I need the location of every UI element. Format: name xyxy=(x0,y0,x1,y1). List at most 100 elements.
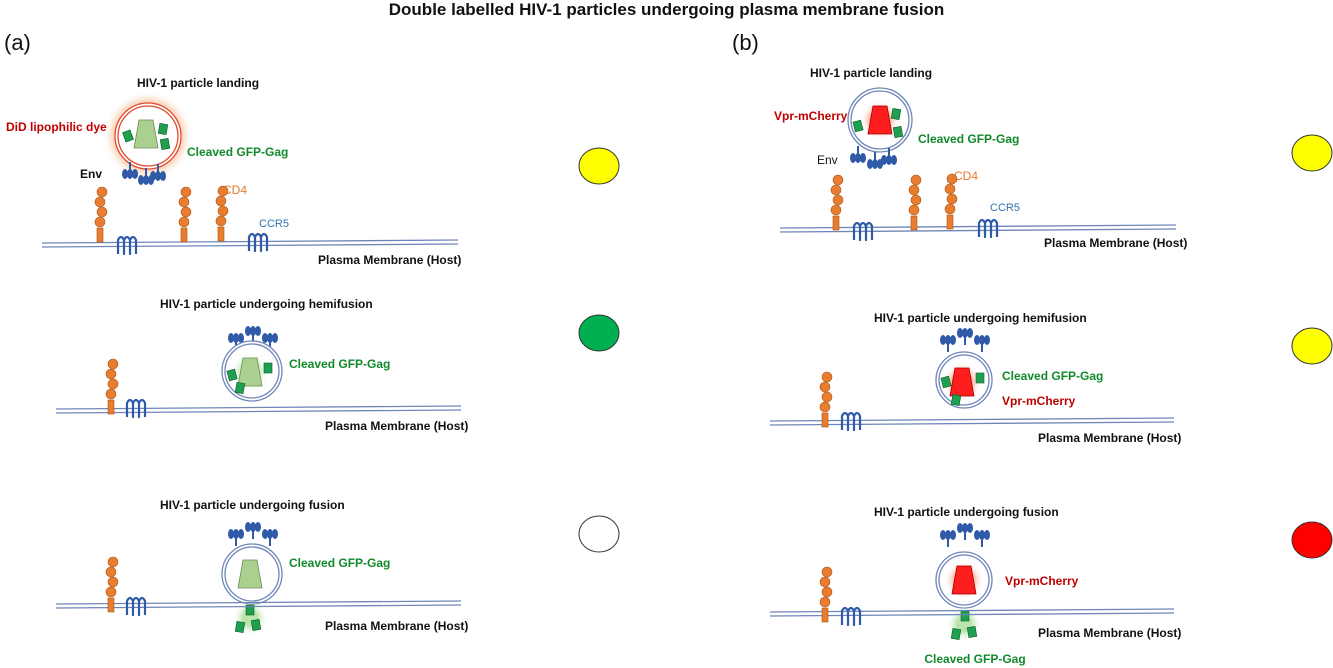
ccr5-loop xyxy=(125,596,147,617)
viral-envelope-inner xyxy=(938,354,990,406)
cd4-domain xyxy=(832,174,844,186)
gfp-gag-fragment xyxy=(892,126,904,138)
env-spike xyxy=(974,530,990,547)
ccr5-receptor xyxy=(125,596,147,617)
env-spike xyxy=(245,522,261,539)
env-lobe xyxy=(138,175,144,185)
label-cleaved-gfp-gag: Cleaved GFP-Gag xyxy=(187,145,288,159)
env-spike xyxy=(245,326,261,343)
env-lobe xyxy=(267,529,273,539)
cd4-domain xyxy=(821,391,833,403)
plasma-membrane xyxy=(769,608,1175,617)
gfp-gag-fragment xyxy=(960,610,970,622)
cd4-domain xyxy=(821,371,833,383)
signal-dot-white xyxy=(578,515,620,553)
cd4-stem xyxy=(910,215,918,231)
cd4-domain xyxy=(94,196,106,208)
gfp-gag-fragment xyxy=(950,394,962,406)
env-lobe xyxy=(940,530,946,540)
cd4-domain xyxy=(215,215,227,227)
env-spike xyxy=(940,335,956,352)
membrane-line xyxy=(55,604,462,609)
env-lobe xyxy=(867,159,873,169)
label-env: Env xyxy=(80,167,102,181)
env-lobe xyxy=(228,333,234,343)
cd4-stem xyxy=(96,227,104,243)
cd4-domain xyxy=(830,204,842,216)
env-lobe xyxy=(957,523,963,533)
env-lobe xyxy=(267,333,273,343)
heading-hemifusion: HIV-1 particle undergoing hemifusion xyxy=(160,297,373,311)
env-spike xyxy=(881,148,897,165)
membrane-line xyxy=(55,600,462,605)
cd4-domain xyxy=(819,381,831,393)
cd4-domain xyxy=(178,216,190,228)
cd4-domain xyxy=(944,183,956,195)
panel-b-label: (b) xyxy=(732,30,759,55)
membrane-line xyxy=(769,608,1175,613)
cd4-domain xyxy=(946,193,958,205)
env-lobe xyxy=(962,328,968,338)
env-spike xyxy=(262,333,278,350)
ccr5-loop xyxy=(977,218,999,239)
label-cleaved-gfp-gag: Cleaved GFP-Gag xyxy=(924,652,1025,666)
cd4-stem xyxy=(832,215,840,231)
env-spike xyxy=(262,529,278,546)
heading-fusion: HIV-1 particle undergoing fusion xyxy=(160,498,345,512)
cd4-domain xyxy=(178,196,190,208)
capsid-core xyxy=(237,559,263,589)
ccr5-receptor xyxy=(125,398,147,419)
core-shape xyxy=(867,105,893,135)
env-lobe xyxy=(272,529,278,539)
env-lobe xyxy=(974,335,980,345)
cd4-domain xyxy=(946,173,958,185)
core-shape xyxy=(237,357,263,387)
ccr5-receptor xyxy=(852,221,874,242)
cd4-domain xyxy=(910,194,922,206)
cd4-receptor xyxy=(105,556,119,613)
label-env: Env xyxy=(817,153,838,167)
ccr5-receptor xyxy=(116,235,138,256)
env-lobe xyxy=(143,175,149,185)
heading-landing: HIV-1 particle landing xyxy=(810,66,932,80)
gfp-gag-fragment xyxy=(250,619,262,631)
gfp-gag-fragment xyxy=(159,138,171,150)
cd4-domain xyxy=(96,206,108,218)
env-lobe xyxy=(950,530,956,540)
signal-dot-yellow xyxy=(1291,134,1333,172)
env-lobe xyxy=(940,335,946,345)
env-lobe xyxy=(979,335,985,345)
env-spike xyxy=(940,530,956,547)
plasma-membrane xyxy=(55,405,462,414)
env-lobe xyxy=(945,335,951,345)
cd4-stem xyxy=(821,607,829,623)
env-lobe xyxy=(891,155,897,165)
label-plasma-membrane: Plasma Membrane (Host) xyxy=(318,253,461,267)
ccr5-loop xyxy=(247,232,269,253)
label-cd4: CD4 xyxy=(223,183,247,197)
label-ccr5: CCR5 xyxy=(259,218,289,230)
membrane-line xyxy=(769,421,1175,426)
cd4-domain xyxy=(180,206,192,218)
cd4-domain xyxy=(830,184,842,196)
env-lobe xyxy=(233,529,239,539)
cd4-stem xyxy=(107,597,115,613)
cd4-domain xyxy=(819,576,831,588)
ccr5-loop xyxy=(125,398,147,419)
capsid-core xyxy=(230,352,270,392)
env-lobe xyxy=(881,155,887,165)
env-lobe xyxy=(262,529,268,539)
core-shape xyxy=(949,367,975,397)
cd4-receptor xyxy=(819,566,833,623)
cd4-domain xyxy=(832,194,844,206)
cd4-domain xyxy=(944,203,956,215)
env-spike xyxy=(957,523,973,540)
label-plasma-membrane: Plasma Membrane (Host) xyxy=(1038,626,1181,640)
gfp-gag-fragment xyxy=(234,621,246,633)
cd4-domain xyxy=(217,185,229,197)
cd4-stem xyxy=(821,412,829,428)
ccr5-receptor xyxy=(840,606,862,627)
viral-envelope-inner xyxy=(938,554,990,606)
env-lobe xyxy=(228,529,234,539)
